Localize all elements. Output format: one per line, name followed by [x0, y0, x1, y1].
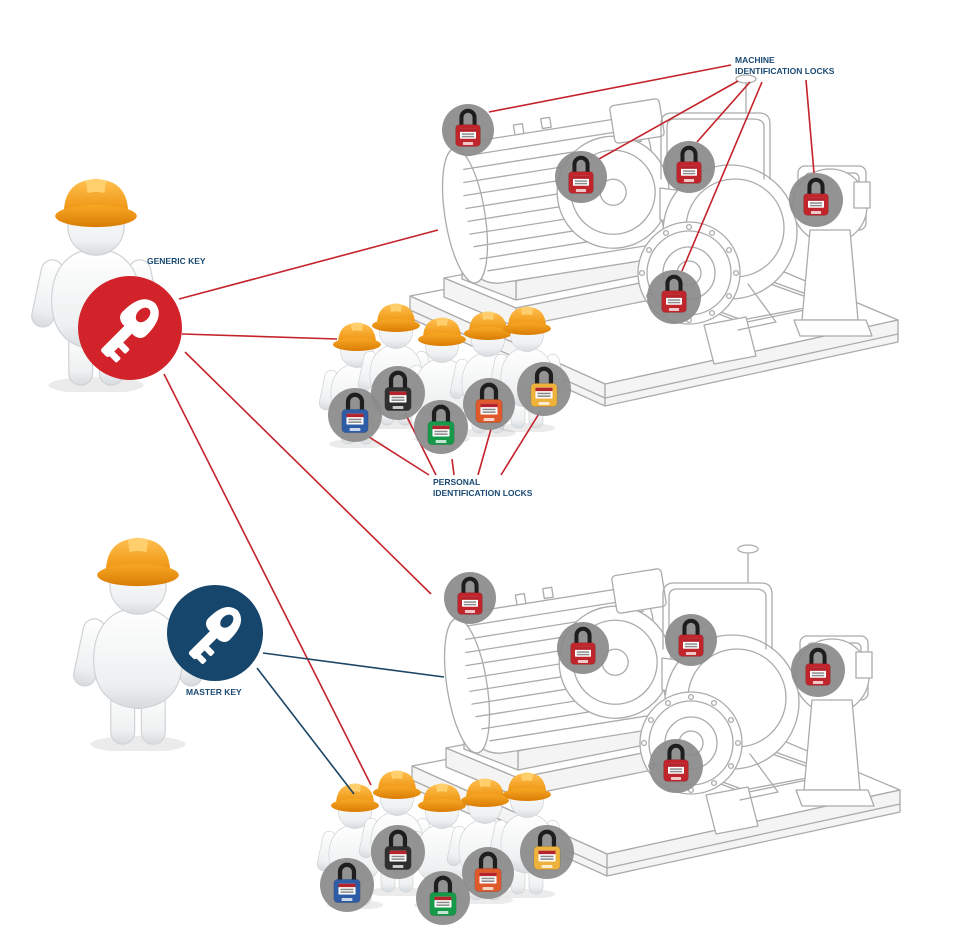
- generic-key-label-text: GENERIC KEY: [147, 256, 206, 266]
- line-master-key-to-machine-bottom: [262, 652, 445, 678]
- machine-identification-locks-label: MACHINE IDENTIFICATION LOCKS: [735, 55, 835, 76]
- line-machine-label-to-lock2: [598, 80, 739, 160]
- line-generic-key-to-machine-top: [178, 229, 439, 300]
- line-master-key-to-workers-bottom: [256, 667, 355, 795]
- personal-locks-bottom: [320, 825, 574, 925]
- personal-identification-locks-label: PERSONAL IDENTIFICATION LOCKS: [433, 477, 533, 498]
- master-key-label: MASTER KEY: [186, 687, 242, 698]
- line-generic-key-to-machine-bottom: [184, 351, 432, 595]
- line-machine-label-to-lock1: [488, 64, 732, 113]
- line-personal-label-to-yellow-lock: [500, 411, 541, 476]
- line-generic-key-to-workers-top: [181, 333, 338, 340]
- personal-locks-top: [328, 362, 571, 454]
- machine-bottom-locks: [444, 572, 845, 793]
- line-machine-label-to-lock5: [681, 81, 763, 272]
- line-personal-label-to-green-lock: [451, 458, 455, 476]
- machine-top-locks: [442, 104, 843, 324]
- line-machine-label-to-lock4: [805, 79, 815, 174]
- line-machine-label-to-lock3: [696, 81, 751, 143]
- line-personal-label-to-orange-lock: [477, 428, 492, 476]
- line-generic-key-to-workers-bottom: [163, 373, 372, 786]
- line-personal-label-to-blue-lock: [368, 436, 430, 476]
- master-key-label-text: MASTER KEY: [186, 687, 242, 697]
- generic-key-label: GENERIC KEY: [147, 256, 206, 267]
